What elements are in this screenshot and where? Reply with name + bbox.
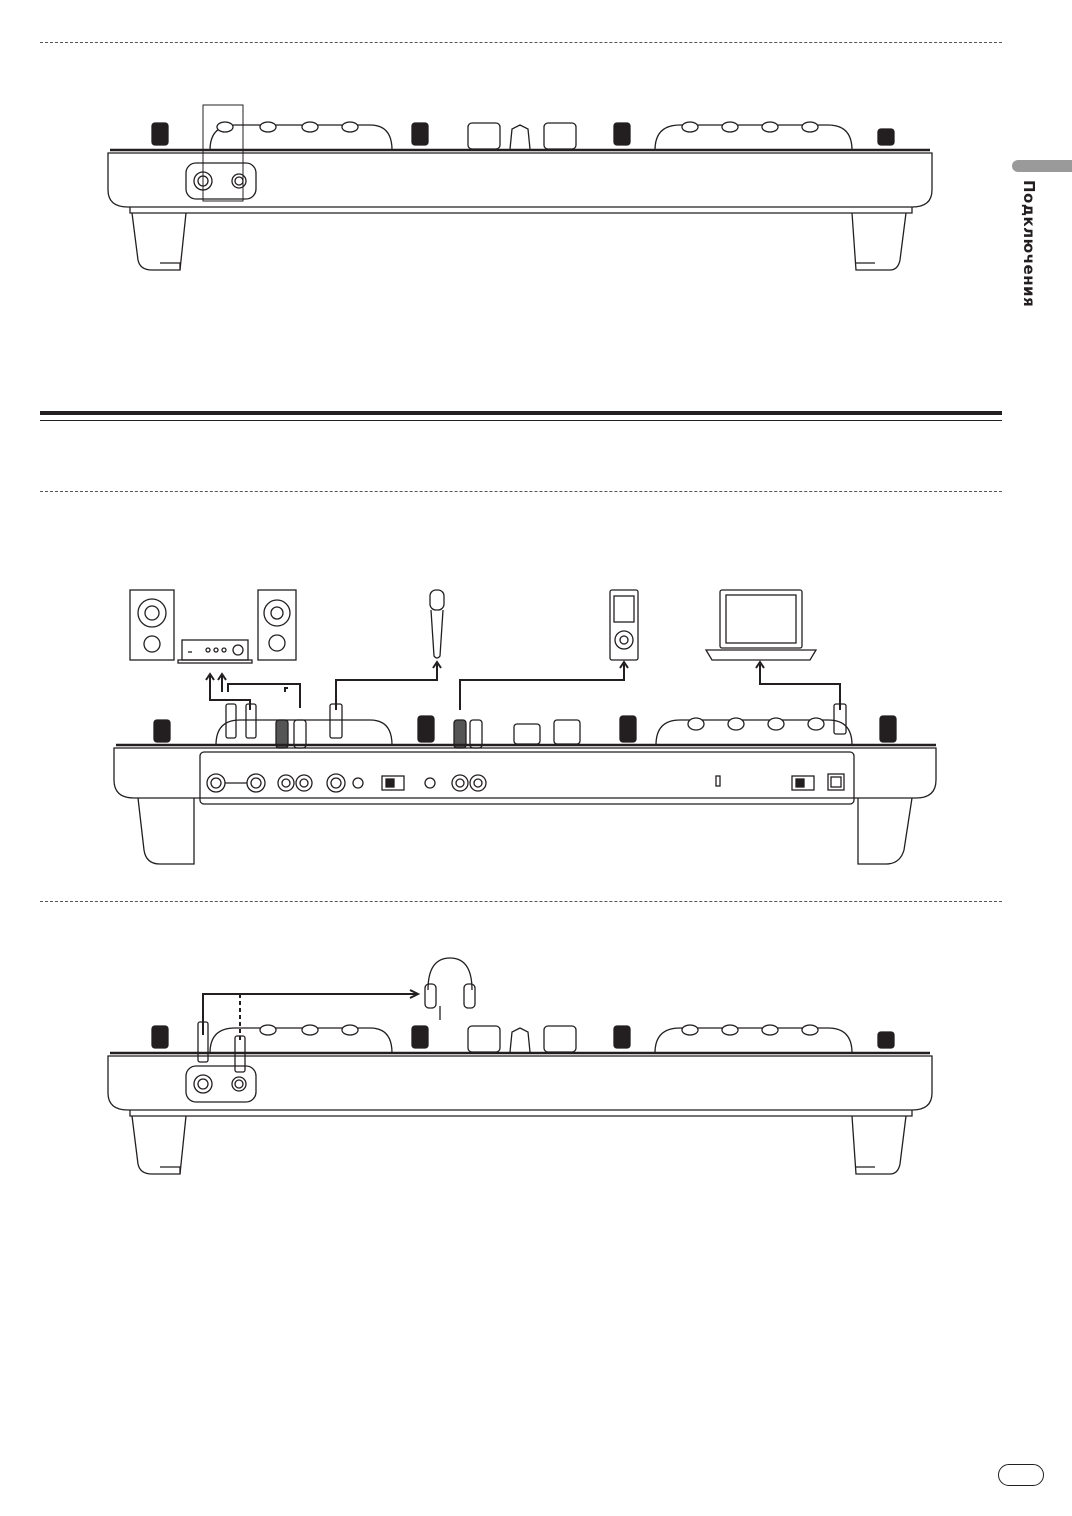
front-panel-figure bbox=[107, 104, 933, 271]
rear-jacks bbox=[206, 773, 845, 793]
headphones-connection-figure bbox=[107, 957, 933, 1175]
lower-dashed-divider bbox=[40, 901, 1002, 902]
top-dashed-divider bbox=[40, 42, 1002, 43]
connector-plugs bbox=[225, 703, 847, 749]
microphone-icon bbox=[429, 589, 445, 659]
headphones-icon bbox=[424, 957, 476, 1020]
right-speaker-icon bbox=[257, 589, 297, 661]
section-thin-rule bbox=[40, 420, 1002, 421]
page-number-badge bbox=[998, 1464, 1044, 1486]
rear-panel-connections-figure bbox=[113, 589, 937, 865]
knob-row bbox=[151, 122, 895, 146]
section-heavy-rule bbox=[40, 411, 1002, 415]
laptop-icon bbox=[704, 589, 818, 661]
portable-player-icon bbox=[609, 589, 639, 661]
middle-dashed-divider bbox=[40, 491, 1002, 492]
section-tab-label: Подключения bbox=[1020, 180, 1038, 308]
section-tab-label-wrap: Подключения bbox=[1020, 180, 1040, 320]
left-speaker-icon bbox=[129, 589, 175, 661]
amplifier-icon bbox=[177, 639, 253, 664]
section-tab-marker bbox=[1012, 160, 1072, 172]
